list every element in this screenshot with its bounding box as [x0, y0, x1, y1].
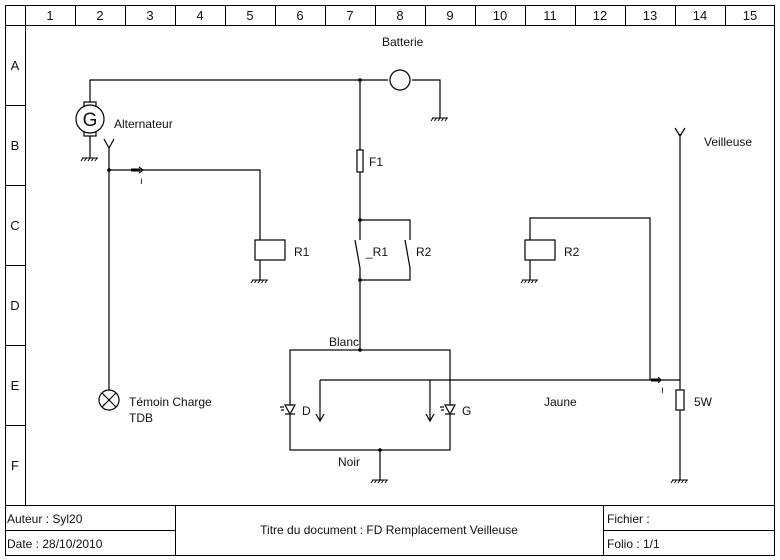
column-header-15: 15	[743, 8, 757, 23]
charge-lamp-label: Témoin Charge	[129, 395, 212, 409]
arrow-down-icon	[425, 413, 435, 423]
ground-icon	[370, 479, 388, 484]
column-header-10: 10	[493, 8, 507, 23]
charge-lamp-icon	[98, 389, 120, 411]
junction-dots	[107, 78, 382, 452]
battery-label: Batterie	[382, 35, 424, 49]
resistor-5w-symbol	[675, 389, 685, 411]
alternator-label: Alternateur	[114, 117, 173, 131]
ground-icon	[80, 157, 98, 162]
date-field: Date : 28/10/2010	[7, 537, 103, 551]
row-header-F: F	[11, 458, 19, 473]
row-header-B: B	[11, 138, 20, 153]
connector-arrow-icon-2	[651, 376, 662, 384]
row-header-A: A	[11, 58, 20, 73]
column-header-9: 9	[446, 8, 453, 23]
row-header-E: E	[11, 378, 20, 393]
ground-icon	[670, 479, 688, 484]
charge-lamp-label-2: TDB	[129, 411, 153, 425]
column-header-3: 3	[146, 8, 153, 23]
column-header-4: 4	[196, 8, 203, 23]
column-header-7: 7	[346, 8, 353, 23]
wires	[89, 79, 681, 480]
author-field: Auteur : Syl20	[7, 512, 83, 526]
veilleuse-label: Veilleuse	[704, 135, 752, 149]
led-d-label: D	[302, 404, 311, 418]
ground-icon	[520, 279, 538, 284]
document-title: Titre du document : FD Remplacement Veil…	[260, 523, 518, 537]
connector-arrow-icon	[131, 166, 144, 174]
battery-symbol	[389, 69, 411, 91]
relay-r2-coil-label: R2	[564, 245, 580, 259]
alternator-g-letter: G	[83, 110, 98, 131]
connector-mark: ı	[140, 176, 143, 187]
row-header-C: C	[10, 218, 19, 233]
fuse-f1-symbol	[356, 149, 364, 173]
relay-r2-coil-symbol	[524, 239, 556, 261]
column-header-14: 14	[693, 8, 707, 23]
ground-symbols	[80, 117, 688, 484]
fuse-f1-label: F1	[369, 155, 383, 169]
row-header-D: D	[10, 298, 19, 313]
relay-r1-coil-label: R1	[294, 245, 310, 259]
column-header-2: 2	[96, 8, 103, 23]
relay-r2-contact-label: R2	[416, 245, 432, 259]
wire-jaune-label: Jaune	[544, 395, 577, 409]
wire-blanc-label: Blanc	[329, 335, 359, 349]
file-field: Fichier :	[607, 512, 650, 526]
ground-icon	[250, 279, 268, 284]
column-header-6: 6	[296, 8, 303, 23]
relay-r1-coil-symbol	[254, 239, 286, 261]
led-g-label: G	[462, 404, 471, 418]
relay-r1-contact-label: _R1	[365, 245, 388, 259]
connector-fork-icon	[103, 138, 115, 150]
column-header-11: 11	[543, 8, 557, 23]
arrow-down-icon	[315, 413, 325, 423]
relay-r2-contact-symbol	[404, 239, 411, 269]
veilleuse-fork-icon	[674, 127, 686, 138]
led-d-icon	[280, 404, 297, 416]
resistor-5w-label: 5W	[694, 395, 713, 409]
title-block	[5, 505, 775, 556]
wire-noir-label: Noir	[338, 455, 360, 469]
led-g-icon	[440, 404, 457, 416]
column-header-5: 5	[246, 8, 253, 23]
ground-icon	[430, 117, 448, 122]
column-header-12: 12	[593, 8, 607, 23]
alternator-symbol	[75, 101, 105, 137]
column-header-1: 1	[46, 8, 53, 23]
connector-mark-2: ı	[661, 385, 664, 396]
column-header-8: 8	[396, 8, 403, 23]
column-header-13: 13	[643, 8, 657, 23]
folio-field: Folio : 1/1	[607, 537, 660, 551]
relay-r1-contact-symbol	[354, 239, 361, 269]
row-headers: A B C D E F	[5, 58, 25, 473]
